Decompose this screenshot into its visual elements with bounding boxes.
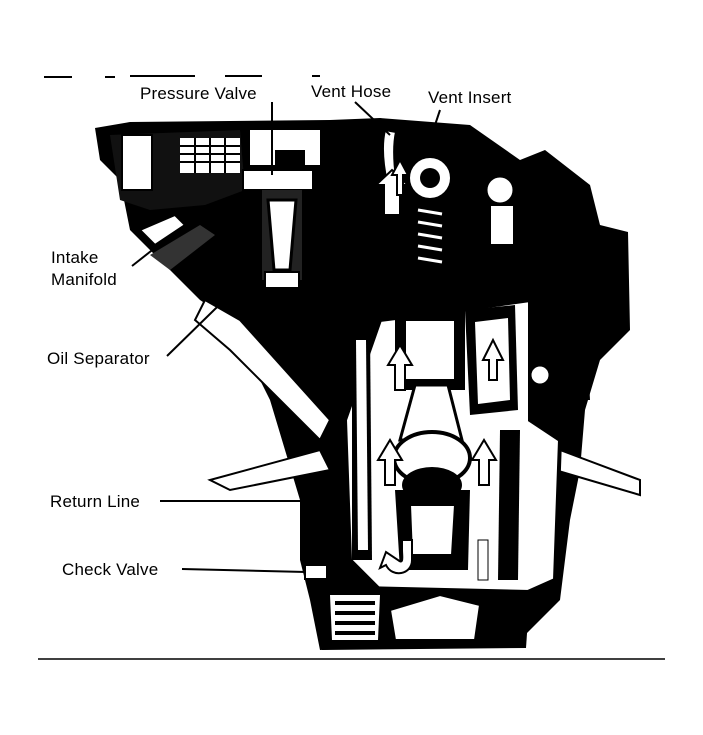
leader-lines	[131, 101, 441, 573]
check-valve-label: Check Valve	[62, 560, 159, 579]
flow-arrows	[376, 157, 505, 581]
return-line-label: Return Line	[50, 492, 141, 511]
vent-insert-label: Vent Insert	[428, 88, 512, 107]
intake-manifold-label-line1: Intake	[51, 248, 99, 267]
oil-separator-label: Oil Separator	[47, 349, 150, 368]
intake-manifold-label-line2: Manifold	[51, 270, 117, 289]
top-scan-marks	[44, 75, 320, 78]
pressure-valve-label: Pressure Valve	[140, 84, 257, 103]
engine-body	[95, 118, 641, 650]
vent-hose-label: Vent Hose	[311, 82, 392, 101]
